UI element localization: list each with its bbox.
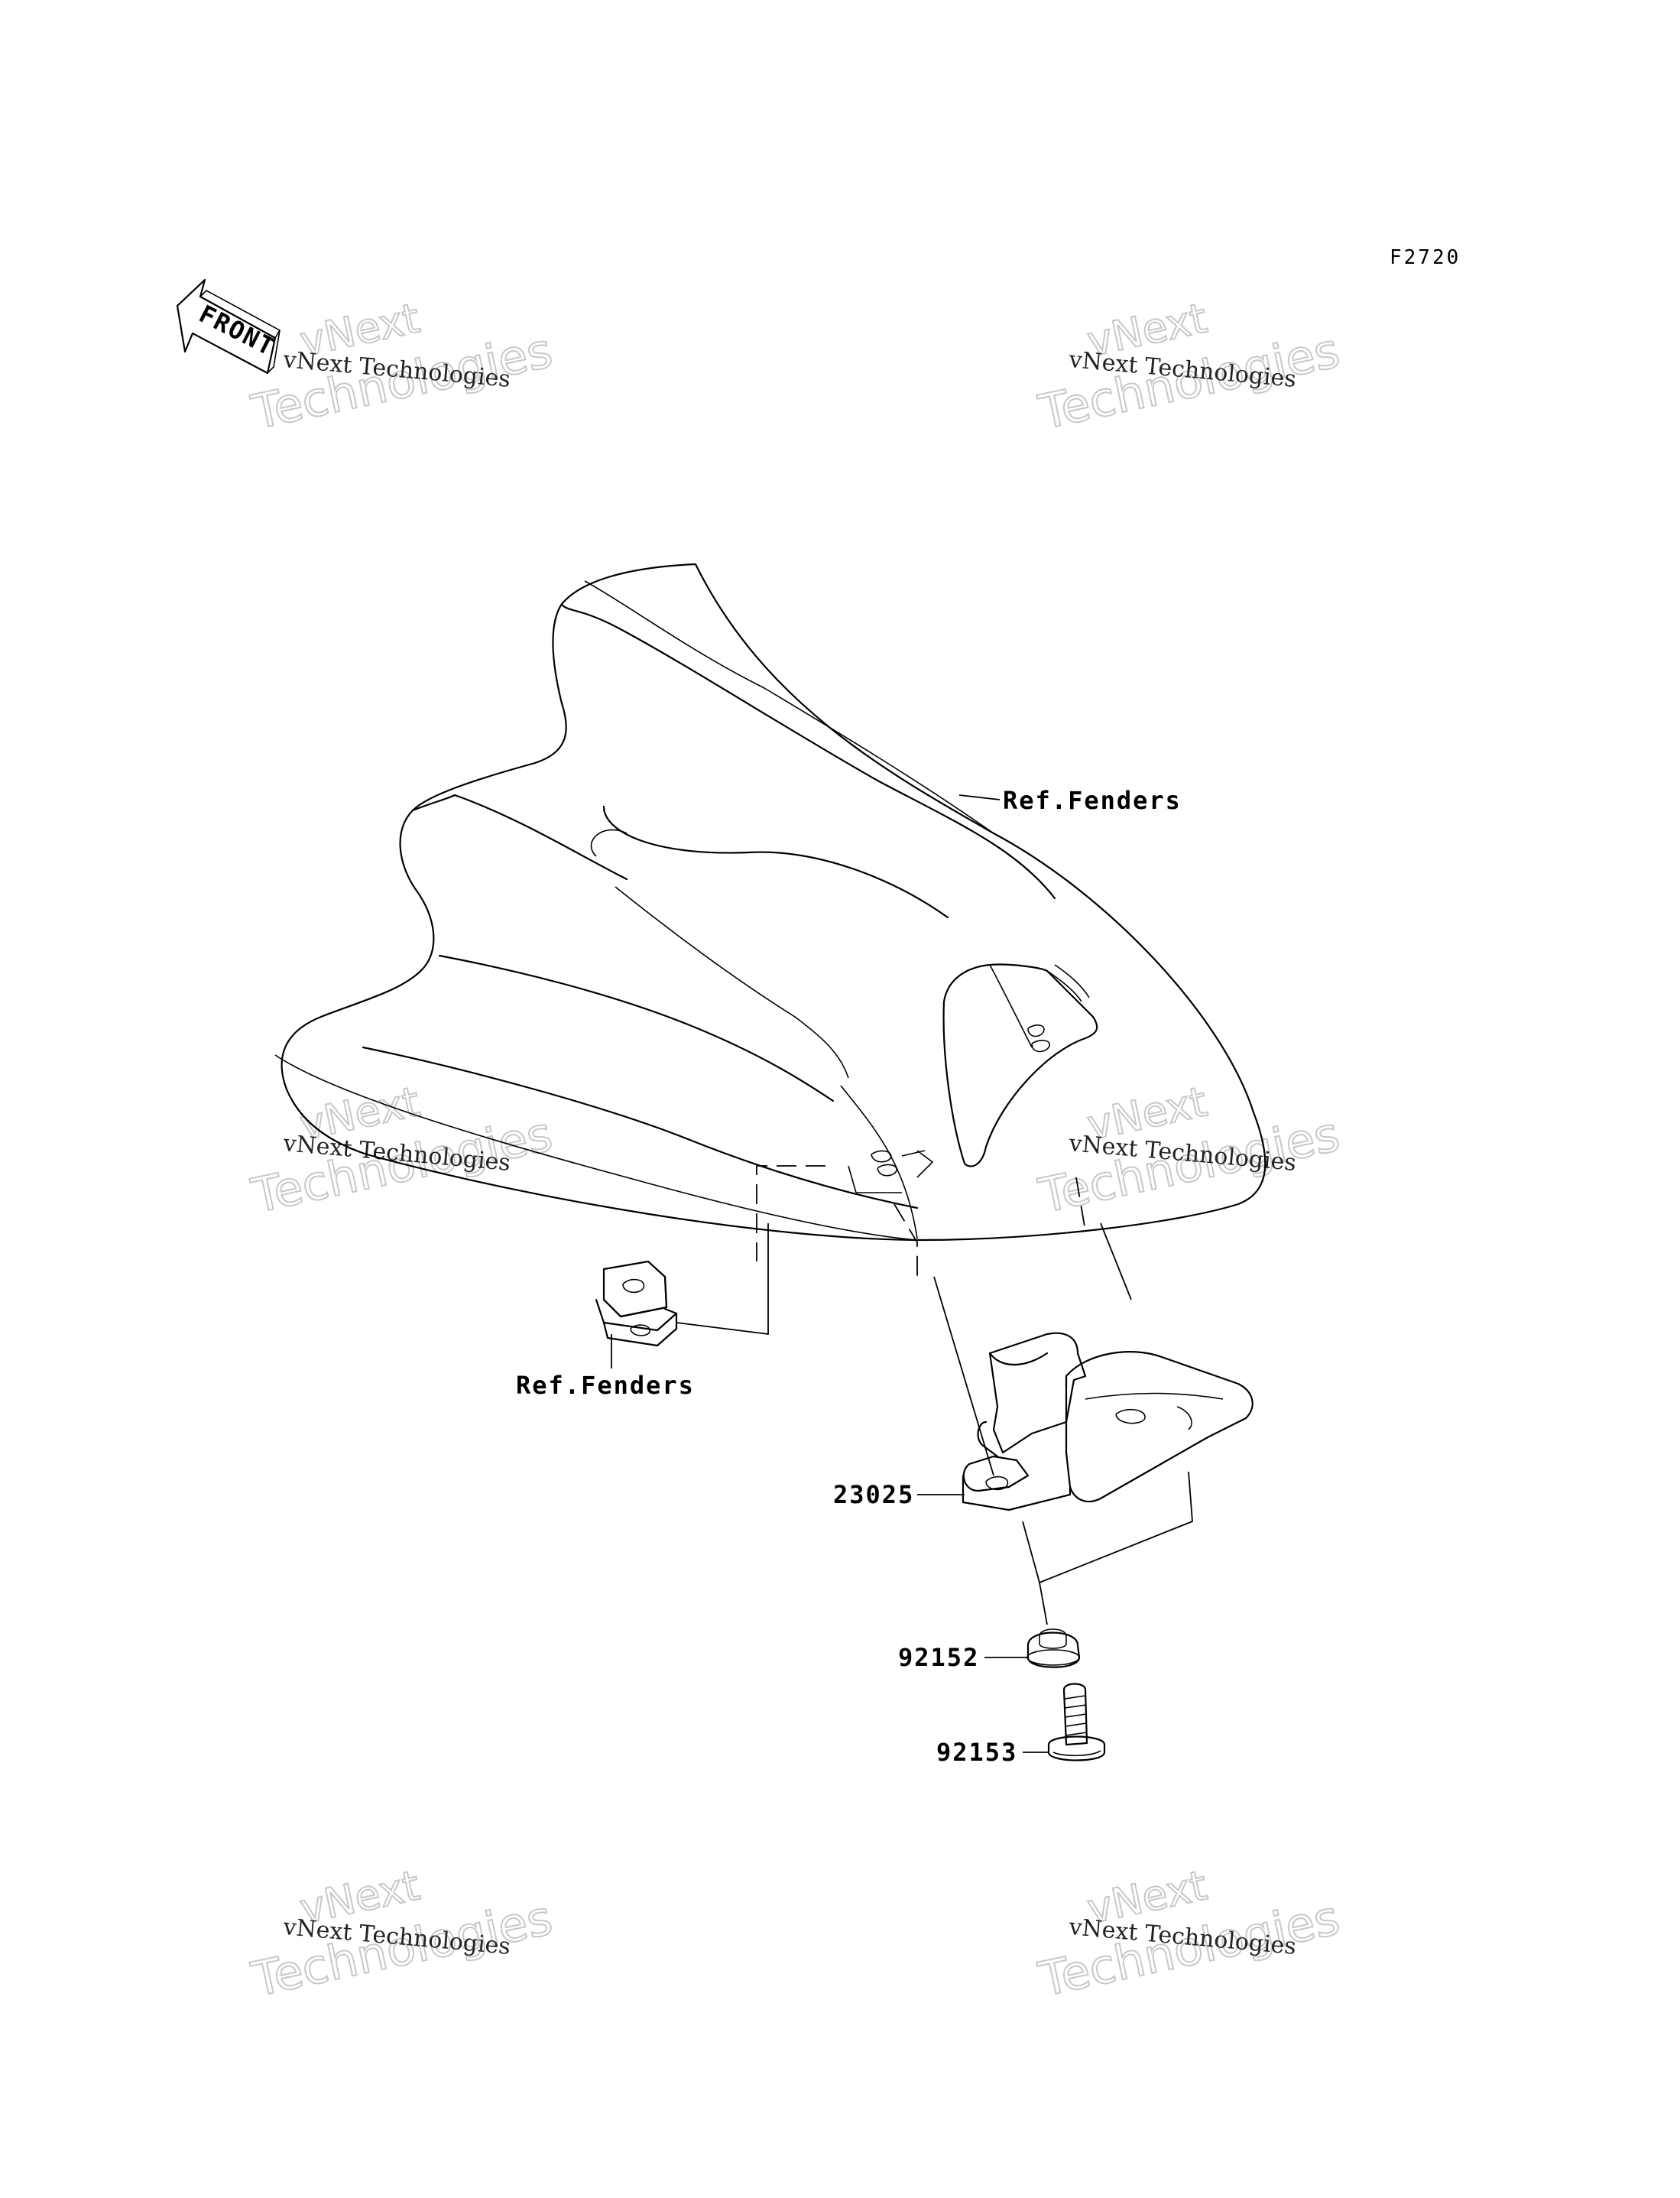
guide-line-left — [756, 1165, 825, 1261]
clip-nut-leader — [676, 1223, 769, 1336]
rear-fender-drawing — [274, 563, 1266, 1242]
ref-fenders-top-leader — [958, 794, 1001, 800]
clip-nut-part — [595, 1260, 678, 1347]
license-light-part — [962, 1332, 1254, 1511]
part-23025-label: 23025 — [833, 1480, 914, 1509]
ref-fenders-left-label: Ref.Fenders — [516, 1371, 695, 1400]
grommet-part — [1026, 1628, 1081, 1668]
guide-line-right — [1075, 1177, 1086, 1232]
diagram-code: F2720 — [1390, 246, 1461, 269]
light-guide-4 — [1039, 1582, 1048, 1625]
light-guide-3 — [1022, 1471, 1193, 1584]
guide-line-center — [894, 1203, 918, 1284]
light-guide-2 — [1100, 1222, 1132, 1300]
light-guide-1 — [933, 1276, 994, 1476]
part-92153-label: 92153 — [936, 1738, 1017, 1767]
screw-part — [1047, 1683, 1106, 1761]
part-92152-label: 92152 — [898, 1643, 979, 1672]
front-arrow-icon: FRONT — [176, 278, 281, 375]
ref-fenders-top-label: Ref.Fenders — [1003, 786, 1182, 815]
front-arrow-label: FRONT — [194, 299, 280, 362]
